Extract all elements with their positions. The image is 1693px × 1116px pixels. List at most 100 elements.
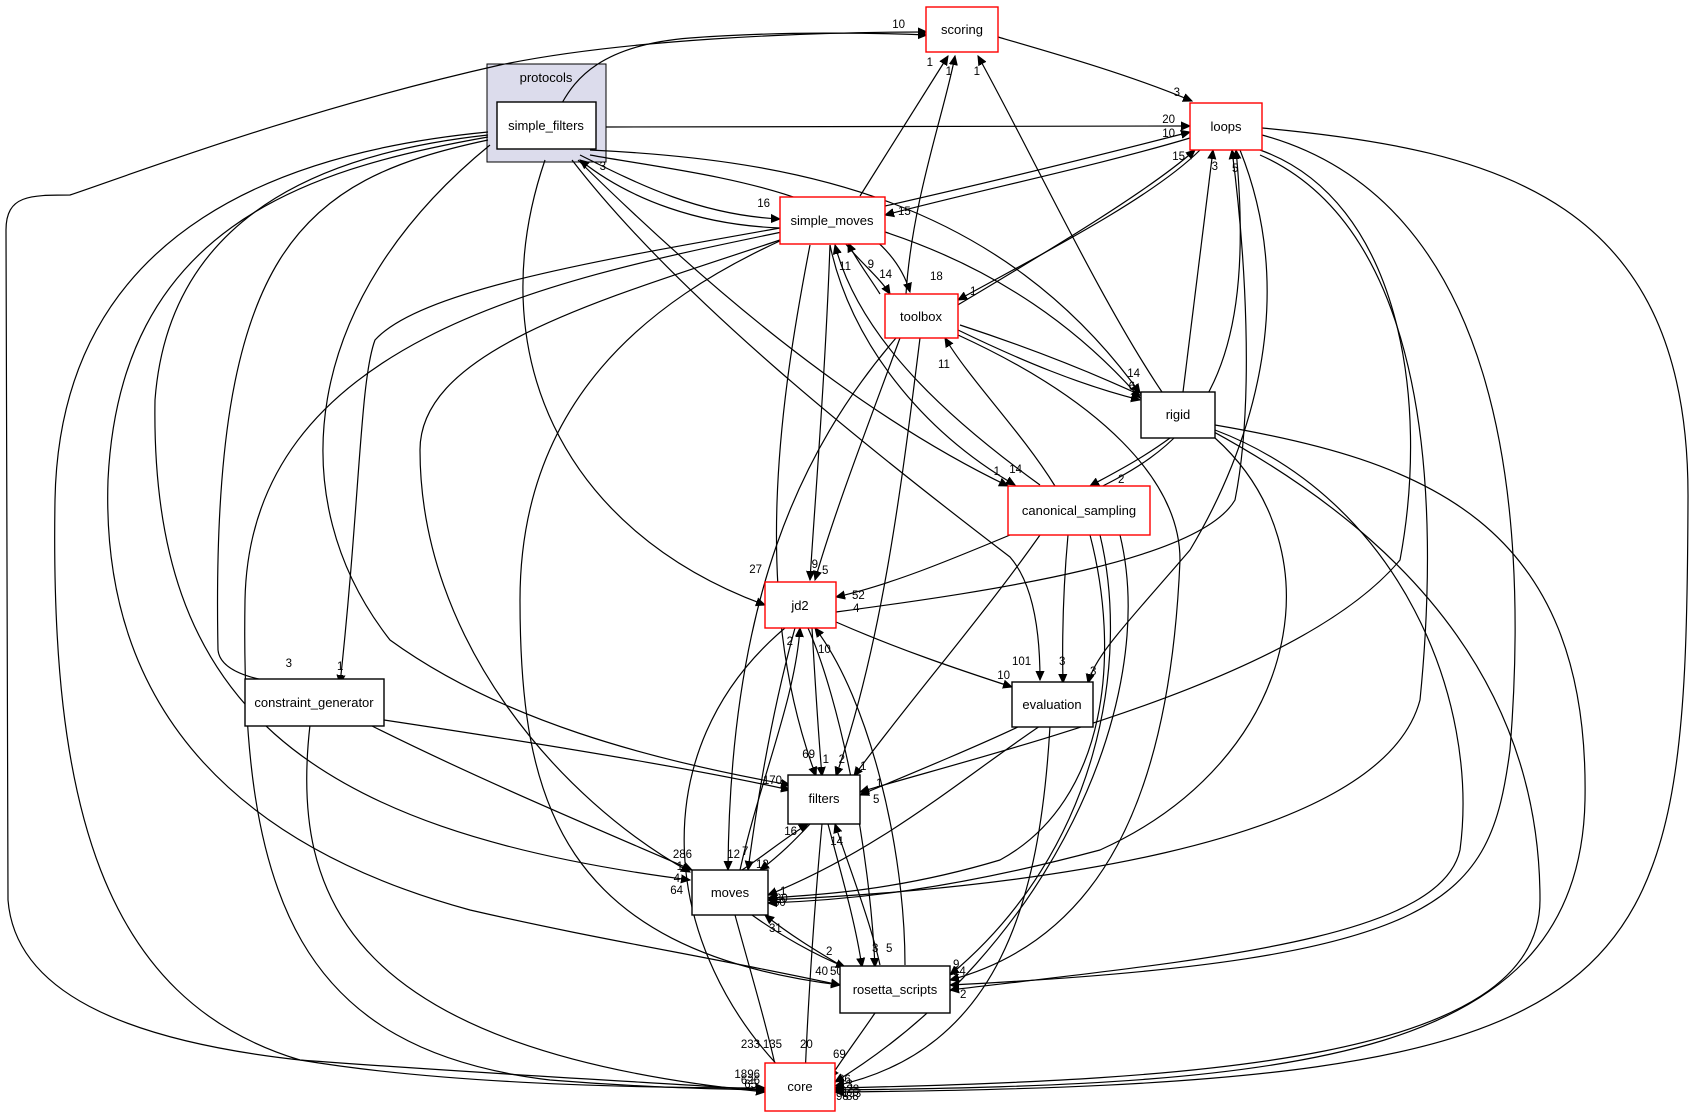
edge-moves-jd2 <box>739 628 800 871</box>
node-jd2[interactable]: jd2 <box>764 581 837 629</box>
edge-simple_moves-core <box>244 231 783 1090</box>
edge-simple_moves-canonical_sampling <box>829 244 1015 485</box>
edge-loops-simple_moves <box>885 137 1191 215</box>
edge-canonical_sampling-rosetta_scripts <box>950 534 1112 975</box>
node-label: canonical_sampling <box>1022 503 1136 518</box>
edge-label: 1 <box>970 286 976 298</box>
edge-canonical_sampling-simple_moves <box>835 245 1041 486</box>
edge-simple_filters-moves <box>154 134 690 880</box>
edge-loops-toolbox <box>958 149 1201 300</box>
edge-label: 1 <box>860 761 866 773</box>
edge-label: 4 <box>674 873 681 885</box>
node-box <box>1007 485 1151 536</box>
edge-simple_moves-rosetta_scripts <box>519 239 840 985</box>
edge-label: 2 <box>787 636 793 648</box>
edge-label: 1 <box>823 754 829 766</box>
edge-simple_filters-filters <box>322 144 790 785</box>
edge-label: 101 <box>1012 656 1031 668</box>
edge-simple_moves-moves <box>419 239 781 872</box>
node-box <box>925 6 999 53</box>
node-moves[interactable]: moves <box>691 869 769 916</box>
edge-label: 2 <box>960 989 966 1001</box>
edge-label: 9 <box>868 259 874 271</box>
node-label: core <box>787 1079 812 1094</box>
edge-label: 65 <box>744 1079 757 1091</box>
edge-simple_filters-scoring <box>561 33 927 104</box>
edge-rigid-moves <box>768 437 1287 903</box>
edge-label: 11 <box>839 261 851 273</box>
edge-toolbox-rigid <box>957 329 1140 400</box>
edge-filters-core <box>805 823 823 1078</box>
edge-label: 1 <box>876 778 882 790</box>
edge-label: 7 <box>742 846 748 858</box>
edges <box>5 32 1689 1092</box>
edge-label: 11 <box>938 359 950 371</box>
edge-toolbox-loops <box>955 150 1195 307</box>
node-loops[interactable]: loops <box>1189 102 1263 151</box>
edge-rigid-canonical_sampling <box>1090 437 1171 486</box>
node-rosetta_scripts[interactable]: rosetta_scripts <box>839 965 951 1014</box>
edge-label: 13 <box>840 1079 853 1091</box>
node-constraint_generator[interactable]: constraint_generator <box>244 678 385 727</box>
edge-canonical_sampling-moves <box>768 534 1106 898</box>
edge-rigid-scoring <box>978 56 1163 393</box>
edge-label: 27 <box>749 564 762 576</box>
edge-label: 52 <box>852 590 865 602</box>
edge-label: 12 <box>727 849 740 861</box>
edge-label: 14 <box>1009 464 1022 476</box>
edge-label: 153 <box>842 1088 861 1100</box>
edge-simple_moves-loops <box>884 132 1190 207</box>
node-label: simple_moves <box>790 213 874 228</box>
node-scoring[interactable]: scoring <box>925 6 999 53</box>
edge-label: 98 <box>836 1091 849 1103</box>
node-canonical_sampling[interactable]: canonical_sampling <box>1007 485 1151 536</box>
edge-labels: 10 20 10 15 3 16 3 15 1 1 1 14 9 11 18 1… <box>286 19 1239 1103</box>
node-box <box>839 965 951 1014</box>
edge-loops-core <box>835 127 1689 1092</box>
edge-label: 3 <box>286 658 292 670</box>
node-simple_moves[interactable]: simple_moves <box>779 196 886 245</box>
edge-label: 9 <box>953 959 959 971</box>
cluster-label: protocols <box>520 70 573 85</box>
node-label: jd2 <box>790 598 808 613</box>
node-rigid[interactable]: rigid <box>1140 391 1216 439</box>
edge-label: 2 <box>1118 474 1124 486</box>
edge-loops-filters <box>860 149 1412 792</box>
edge-label: 64 <box>670 885 683 897</box>
edge-label: 14 <box>830 836 843 848</box>
edge-label: 1896 <box>734 1069 760 1081</box>
node-label: scoring <box>941 22 983 37</box>
edge-toolbox-core <box>835 324 1541 1088</box>
edge-label: 30 <box>775 893 788 905</box>
node-label: evaluation <box>1022 697 1081 712</box>
edge-label: 1 <box>780 886 786 898</box>
node-label: moves <box>711 885 750 900</box>
edge-moves-core <box>734 914 778 1078</box>
edge-label: 31 <box>769 923 782 935</box>
edge-label: 15 <box>1172 151 1185 163</box>
edge-label: 3 <box>600 161 606 173</box>
node-toolbox[interactable]: toolbox <box>884 293 959 339</box>
edge-label: 5 <box>873 794 879 806</box>
edge-label: 1 <box>337 661 343 673</box>
edge-label: 3 <box>1090 666 1096 678</box>
edge-rigid-core <box>835 424 1586 1090</box>
node-filters[interactable]: filters <box>787 774 861 825</box>
node-label: simple_filters <box>508 118 584 133</box>
edge-label: 10 <box>1162 128 1175 140</box>
edge-simple_filters-core <box>54 131 765 1088</box>
node-box <box>496 101 597 150</box>
node-simple_filters[interactable]: simple_filters <box>496 101 597 150</box>
edge-label: 16 <box>757 198 770 210</box>
edge-toolbox-scoring <box>905 56 955 295</box>
node-evaluation[interactable]: evaluation <box>1011 681 1094 728</box>
node-core[interactable]: core <box>764 1062 836 1112</box>
edge-jd2-moves <box>748 627 796 870</box>
node-label: toolbox <box>900 309 942 324</box>
edge-label: 5 <box>886 943 892 955</box>
edge-label: 40 <box>815 966 828 978</box>
edge-label: 286 <box>673 849 692 861</box>
edge-label: 6 <box>1129 381 1135 393</box>
edge-simple_filters-constraint_generator <box>216 139 489 684</box>
